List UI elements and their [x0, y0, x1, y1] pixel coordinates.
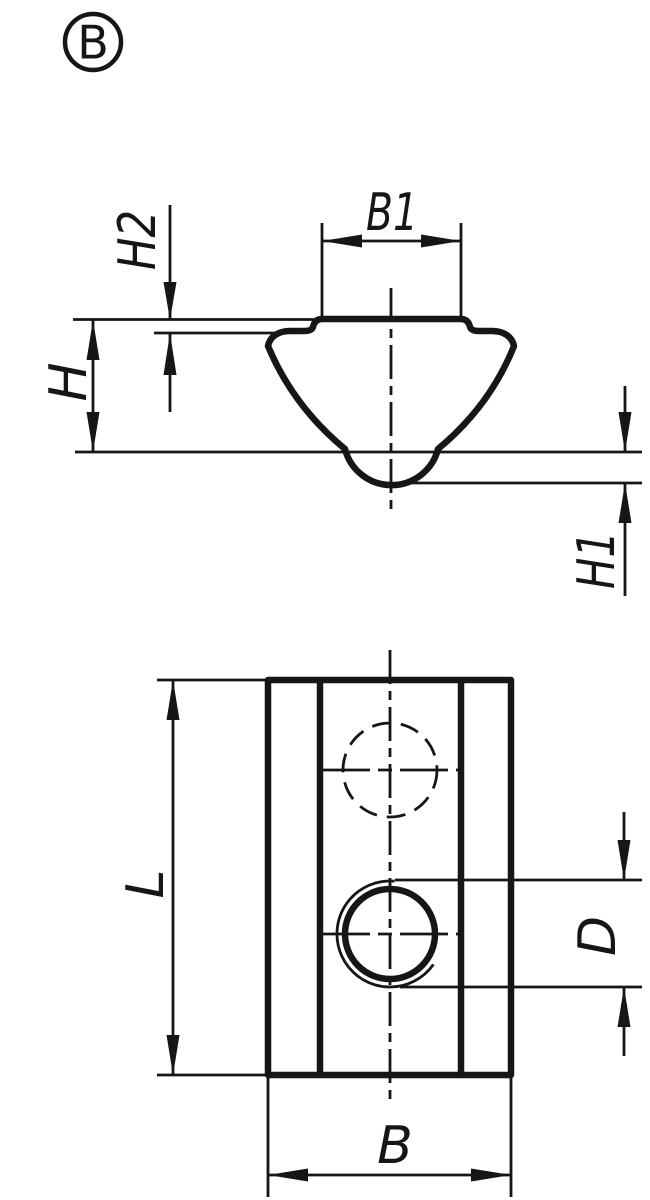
b-dimension-label: B: [377, 1116, 413, 1176]
badge-circle: [62, 11, 124, 73]
d-arrow-lower: [617, 987, 631, 1027]
d-dimension-label: D: [568, 916, 628, 956]
h2-arrow-upper: [163, 282, 177, 320]
view-badge: B: [62, 11, 124, 73]
h2-arrow-lower: [163, 333, 177, 375]
top-view: L D B: [116, 650, 642, 1197]
h-arrow-top: [86, 320, 100, 360]
h1-dimension-label: H1: [567, 531, 627, 589]
dimension-h: H: [39, 320, 100, 452]
part-outline-section: [264, 315, 518, 489]
h2-dimension-label: H2: [108, 210, 168, 270]
section-view: B1 H2 H H1: [39, 183, 642, 596]
hidden-hole-circle: [341, 721, 439, 819]
b1-arrow-right: [421, 234, 461, 248]
badge-label: B: [77, 16, 109, 70]
h1-arrow-lower: [618, 483, 632, 523]
b-arrow-left: [268, 1168, 308, 1182]
dimension-d: D: [395, 812, 642, 1056]
l-arrow-top: [166, 680, 180, 720]
b1-arrow-left: [322, 234, 362, 248]
dimension-h2: H2: [108, 205, 177, 412]
h-dimension-label: H: [39, 362, 99, 401]
h1-arrow-upper: [618, 412, 632, 452]
thread-arc: [335, 879, 435, 989]
dimension-b1: B1: [322, 183, 461, 248]
l-arrow-bottom: [166, 1035, 180, 1075]
b-arrow-right: [471, 1168, 511, 1182]
l-dimension-label: L: [116, 870, 176, 899]
section-reference-lines: [73, 223, 642, 485]
dimension-h1: H1: [567, 386, 632, 596]
h-arrow-bottom: [86, 412, 100, 452]
thread-hole-circle: [341, 885, 439, 983]
d-arrow-upper: [617, 840, 631, 880]
dimension-b: B: [266, 1077, 513, 1197]
b1-dimension-label: B1: [366, 183, 418, 243]
dimension-l: L: [116, 678, 268, 1077]
body-rect: [264, 676, 515, 1079]
